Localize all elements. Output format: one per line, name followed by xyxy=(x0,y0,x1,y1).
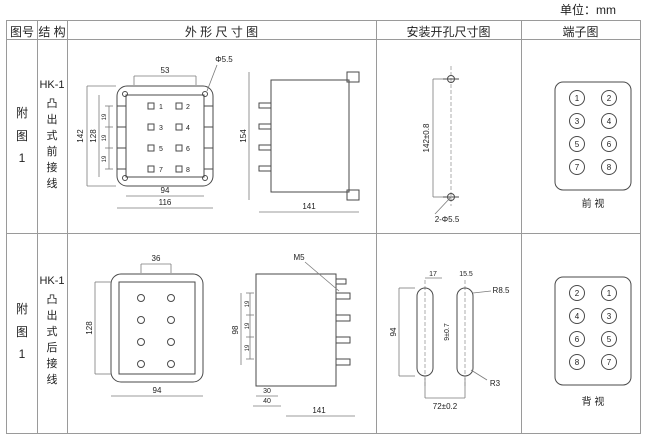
dim-depth-40: 40 xyxy=(263,398,271,405)
header-divider xyxy=(7,39,640,40)
terminal-screws xyxy=(117,102,213,173)
dim-hole-dia: Φ5.5 xyxy=(215,55,233,64)
terminal-circle-label: 8 xyxy=(607,163,612,172)
dimension-table: 图号 结 构 外 形 尺 寸 图 安装开孔尺寸图 端子图 附图1 HK-1 凸出… xyxy=(6,20,641,434)
terminal-no-2: 2 xyxy=(186,104,190,111)
dim-radius-inner: R3 xyxy=(490,379,501,388)
dim-slot-spacing: 72±0.2 xyxy=(433,402,458,411)
column-divider xyxy=(37,21,38,433)
dim-height-left: 128 xyxy=(85,321,94,335)
dim-side-depth: 141 xyxy=(312,406,326,415)
header-mounting: 安装开孔尺寸图 xyxy=(406,24,491,39)
dim-hole-spacing: 142±0.8 xyxy=(422,123,431,152)
dim-width-bottom: 94 xyxy=(153,386,162,395)
header-fig-no: 图号 xyxy=(9,24,34,39)
dim-width-top: 53 xyxy=(161,66,170,75)
dim-pitch-1: 19 xyxy=(102,113,108,120)
dim-pitch-2: 19 xyxy=(102,134,108,141)
terminal-no-8: 8 xyxy=(186,167,190,174)
dim-slot-width: 15.5 xyxy=(459,271,473,278)
terminal-circle-label: 3 xyxy=(607,312,612,321)
header-outline: 外 形 尺 寸 图 xyxy=(184,24,259,39)
model-row2: HK-1 xyxy=(39,275,65,288)
terminal-no-1: 1 xyxy=(159,104,163,111)
unit-label: 单位：mm xyxy=(560,3,616,17)
dim-pitch-3: 19 xyxy=(245,344,251,351)
mounting-drawing-front-wiring: 142±0.8 2-Φ5.5 xyxy=(422,66,460,224)
dim-width-total: 116 xyxy=(159,198,172,207)
terminal-circle-label: 3 xyxy=(575,117,580,126)
column-divider xyxy=(67,21,68,433)
dim-hole-callout: 2-Φ5.5 xyxy=(435,215,460,224)
dim-side-height: 154 xyxy=(239,129,248,143)
dim-pitch-3: 19 xyxy=(102,155,108,162)
terminal-view-caption: 前 视 xyxy=(582,197,605,210)
terminal-circle-label: 6 xyxy=(575,335,580,344)
dim-height-inner: 128 xyxy=(89,129,98,143)
terminal-circle-label: 1 xyxy=(575,94,580,103)
column-divider xyxy=(521,21,522,433)
dim-height-right: 98 xyxy=(231,325,240,334)
row-divider xyxy=(7,233,640,234)
terminal-no-6: 6 xyxy=(186,146,190,153)
terminal-view-caption: 背 视 xyxy=(582,395,605,408)
header-structure: 结 构 xyxy=(38,24,66,39)
column-divider xyxy=(376,21,377,433)
structure-row1: 凸出式前接线 xyxy=(46,98,58,190)
dim-pitch-2: 19 xyxy=(245,322,251,329)
terminal-circle-label: 8 xyxy=(575,358,580,367)
terminal-circle-label: 1 xyxy=(607,289,612,298)
dim-radius-outer: R8.5 xyxy=(493,286,510,295)
structure-row2: 凸出式后接线 xyxy=(46,294,58,386)
terminal-circle-label: 6 xyxy=(607,140,612,149)
dim-side-depth: 141 xyxy=(302,202,316,211)
fig-no-cell-row1: 附图1 xyxy=(7,39,37,233)
mounting-drawing-rear-wiring: 17 15.5 R8.5 94 9±0.7 R3 72±0.2 xyxy=(389,271,510,411)
header-terminal: 端子图 xyxy=(562,24,599,39)
dim-slot-height: 94 xyxy=(389,327,398,336)
dim-pitch-1: 19 xyxy=(245,300,251,307)
terminal-circle-label: 2 xyxy=(607,94,612,103)
dim-depth-30: 30 xyxy=(263,388,271,395)
dim-slot-offset: 17 xyxy=(429,271,437,278)
structure-cell-row1: HK-1 凸出式前接线 xyxy=(37,39,67,233)
dim-height-total: 142 xyxy=(76,129,85,143)
terminal-no-3: 3 xyxy=(159,125,163,132)
terminal-no-5: 5 xyxy=(159,146,163,153)
terminal-circle-label: 4 xyxy=(607,117,612,126)
terminal-diagram-rear-view: 2 1 4 3 6 5 8 7 背 视 xyxy=(554,276,632,408)
terminal-no-7: 7 xyxy=(159,167,163,174)
terminal-no-4: 4 xyxy=(186,125,190,132)
terminal-circle-label: 5 xyxy=(607,335,612,344)
dim-width-inner: 94 xyxy=(161,186,170,195)
fig-no-row1: 附图1 xyxy=(15,105,28,166)
terminal-circle-label: 7 xyxy=(607,358,612,367)
outline-drawing-front-wiring: 1 2 3 4 5 6 7 8 53 Φ5.5 142 128 19 19 19… xyxy=(76,55,360,213)
terminal-circle-label: 2 xyxy=(575,289,580,298)
fig-no-cell-row2: 附图1 xyxy=(7,233,37,431)
model-row1: HK-1 xyxy=(39,79,65,92)
fig-no-row2: 附图1 xyxy=(15,301,28,362)
outline-drawing-rear-wiring: 36 128 94 M5 98 19 19 19 30 40 141 xyxy=(85,253,355,417)
dim-slot-tol: 9±0.7 xyxy=(444,323,451,341)
dim-screw-callout: M5 xyxy=(293,253,305,262)
terminal-circle-label: 5 xyxy=(575,140,580,149)
terminal-circle-label: 4 xyxy=(575,312,580,321)
dim-width-top: 36 xyxy=(152,254,161,263)
terminal-circle-label: 7 xyxy=(575,163,580,172)
terminal-diagram-front-view: 1 2 3 4 5 6 7 8 前 视 xyxy=(554,81,632,210)
structure-cell-row2: HK-1 凸出式后接线 xyxy=(37,233,67,431)
